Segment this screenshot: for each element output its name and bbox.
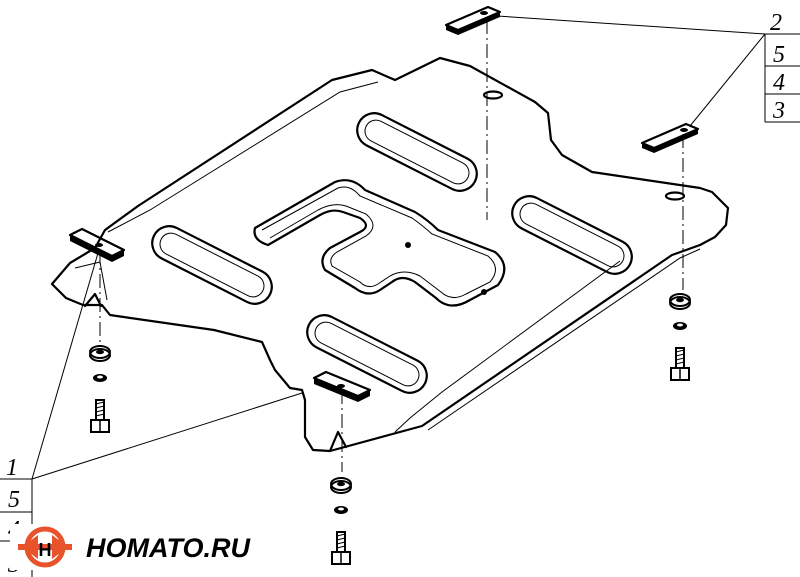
- callout-5: 5: [773, 42, 785, 68]
- bracket-right: [640, 122, 700, 153]
- fastener-left: [89, 345, 111, 433]
- brand-logo-icon: H: [18, 526, 72, 568]
- washer: [330, 477, 352, 494]
- bolt: [670, 347, 690, 381]
- assembly-axes: [99, 20, 684, 472]
- bracket-bottom: [312, 370, 372, 402]
- washer: [89, 345, 111, 362]
- callout-3: 3: [772, 98, 785, 124]
- callout-1: 1: [6, 455, 18, 481]
- fastener-right: [669, 293, 691, 381]
- fastener-bottom: [330, 477, 352, 565]
- bracket-top: [444, 5, 502, 35]
- callout-2: 2: [770, 10, 782, 36]
- bracket-left: [68, 227, 126, 262]
- lock-washer: [334, 506, 348, 514]
- svg-text:H: H: [39, 540, 52, 560]
- washer: [669, 293, 691, 310]
- callout-table-top-right: 2 5 4 3: [764, 10, 800, 124]
- callout-5-left: 5: [8, 487, 20, 513]
- lock-washer: [673, 322, 687, 330]
- leader-lines: [31, 15, 766, 480]
- bolt: [331, 531, 351, 565]
- callout-4: 4: [773, 70, 785, 96]
- lock-washer: [93, 374, 107, 382]
- brand-logo: H HOMATO.RU: [10, 524, 251, 570]
- bolt: [90, 399, 110, 433]
- brand-name: HOMATO.RU: [86, 533, 251, 563]
- skid-plate: [50, 56, 730, 453]
